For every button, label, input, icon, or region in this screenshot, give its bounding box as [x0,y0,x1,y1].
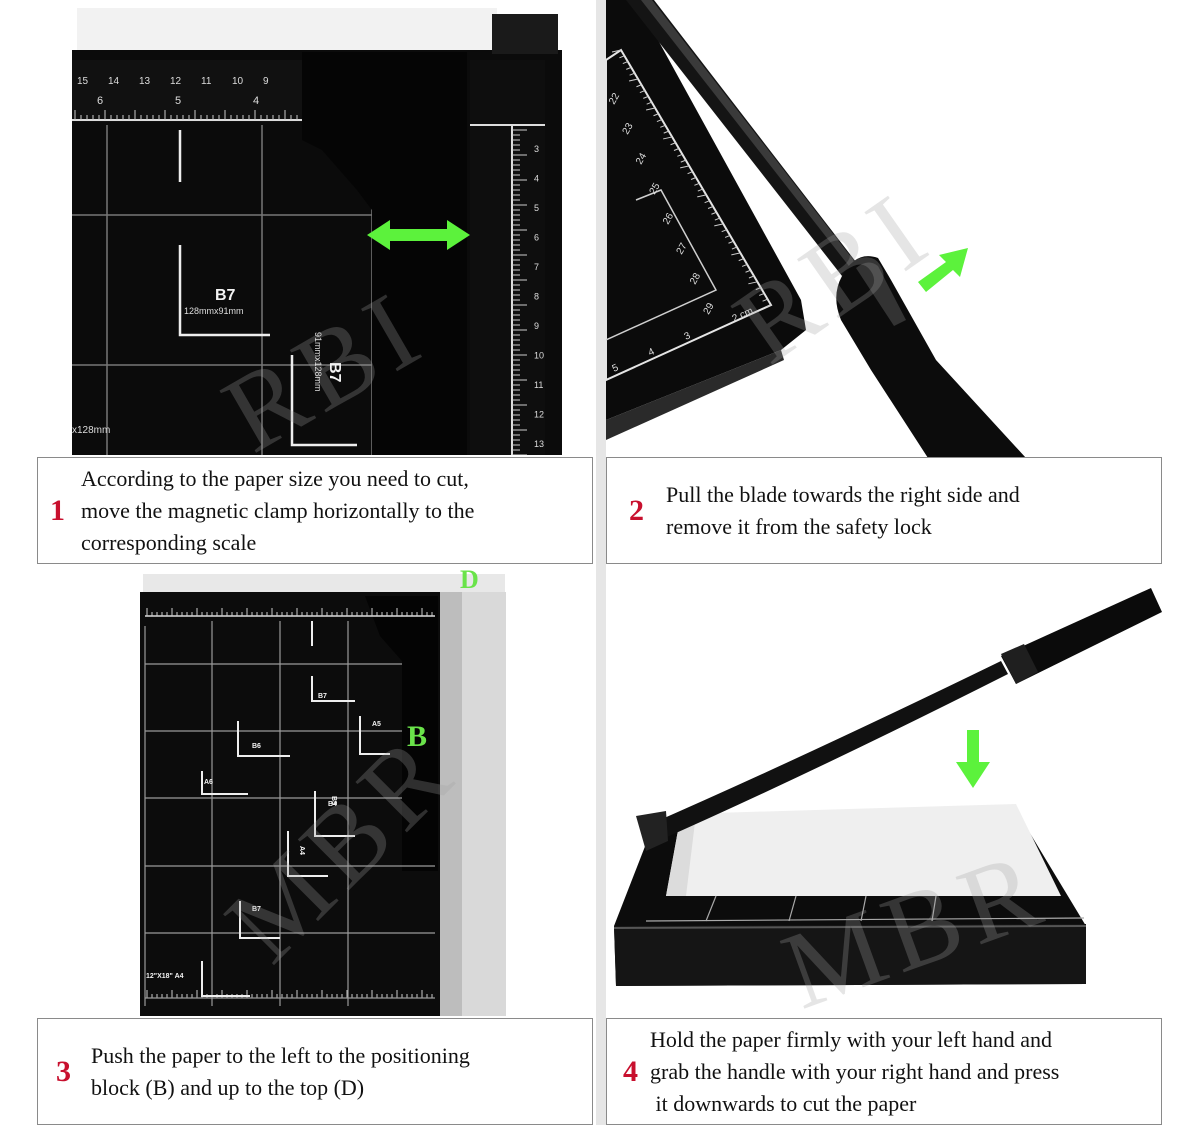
step1-line: corresponding scale [81,529,257,555]
step2-line: Pull the blade towards the right side an… [666,481,1020,507]
step4-number: 4 [623,1054,638,1088]
ruler-number: 12 [534,410,544,420]
label-b: B [407,720,427,753]
ruler-number: 9 [263,76,269,87]
ruler-number: 10 [232,76,244,87]
step4-caption: 4 Hold the paper firmly with your left h… [606,1018,1162,1125]
size-mark: A4 [298,846,305,855]
step3-text: Push the paper to the left to the positi… [91,1040,470,1104]
size-mark: B7 [318,693,327,700]
ruler-number: 28 [688,271,703,287]
ruler-number: 15 [77,76,89,87]
ruler-number: 13 [534,439,544,449]
step2-line: remove it from the safety lock [666,513,932,539]
ruler-number: 6 [534,233,539,243]
step3-line: block (B) and up to the top (D) [91,1074,365,1100]
b7-dims: 128mmx91mm [184,306,244,316]
step1-text: According to the paper size you need to … [81,463,474,559]
step3-line: Push the paper to the left to the positi… [91,1042,470,1068]
step1-caption: 1 According to the paper size you need t… [37,457,593,564]
ruler-number: 11 [534,380,543,390]
b7-label: B7 [215,287,236,304]
arrow-up-right-icon [918,248,968,292]
step4-line: Hold the paper firmly with your left han… [650,1026,1053,1052]
ruler-number: 24 [634,151,649,167]
size-mark: B6 [252,743,261,750]
size-mark: A6 [204,779,213,786]
step1-number: 1 [50,493,65,527]
ruler-number: 14 [108,76,120,87]
ruler-number: 3 [683,330,693,343]
label-d: D [460,566,479,594]
ruler-number: 22 [607,91,622,107]
size-mark: B5 [330,796,337,805]
size-mark: B4 [328,801,337,808]
edge-size-label: x128mm [72,425,110,436]
ruler-number: 4 [647,346,657,359]
step4-line: it downwards to cut the paper [650,1090,917,1116]
ruler-number: 8 [534,292,539,302]
step4-photo: MBR [606,566,1200,1018]
ruler-number: 29 [702,301,717,317]
step1-line: According to the paper size you need to … [81,465,469,491]
size-mark: B7 [252,906,261,913]
ruler-number: 25 [648,181,663,197]
step1-line: move the magnetic clamp horizontally to … [81,497,475,523]
ruler-number: 11 [201,76,212,87]
ruler-number: 4 [253,95,259,107]
step1-photo: 1514131211109654321 inch 345678910111213… [72,0,562,455]
b7-dims-rotated: 91mmx128mm [313,332,323,392]
step2-number: 2 [629,493,644,527]
ruler-number: 6 [97,95,103,107]
step3-caption: 3 Push the paper to the left to the posi… [37,1018,593,1125]
step2-caption: 2 Pull the blade towards the right side … [606,457,1162,564]
ruler-number: 12 [170,76,182,87]
double-arrow-icon [367,220,470,250]
vertical-divider [596,0,606,1125]
ruler-number: 13 [139,76,151,87]
ruler-number: 4 [534,174,539,184]
ruler-number: 27 [675,241,690,257]
step4-text: Hold the paper firmly with your left han… [650,1024,1059,1120]
size-mark: 12"X18" A4 [146,973,184,980]
arrow-down-icon [956,730,990,788]
step2-text: Pull the blade towards the right side an… [666,479,1020,543]
size-mark: A5 [372,721,381,728]
ruler-number: 10 [534,351,544,361]
ruler-number: 9 [534,321,539,331]
ruler-number: 23 [621,121,636,137]
ruler-number: 26 [661,211,676,227]
step4-illustration: MBR [606,566,1200,1018]
step3-number: 3 [56,1054,71,1088]
b7-label-rotated: B7 [326,362,343,383]
ruler-number: 5 [175,95,181,107]
ruler-number: 7 [534,262,539,272]
step1-illustration: 1514131211109654321 inch 345678910111213… [72,0,562,455]
ruler-number: 3 [534,144,539,154]
step4-line: grab the handle with your right hand and… [650,1058,1060,1084]
ruler-number: 5 [534,203,539,213]
ruler-number: 5 [611,362,621,375]
